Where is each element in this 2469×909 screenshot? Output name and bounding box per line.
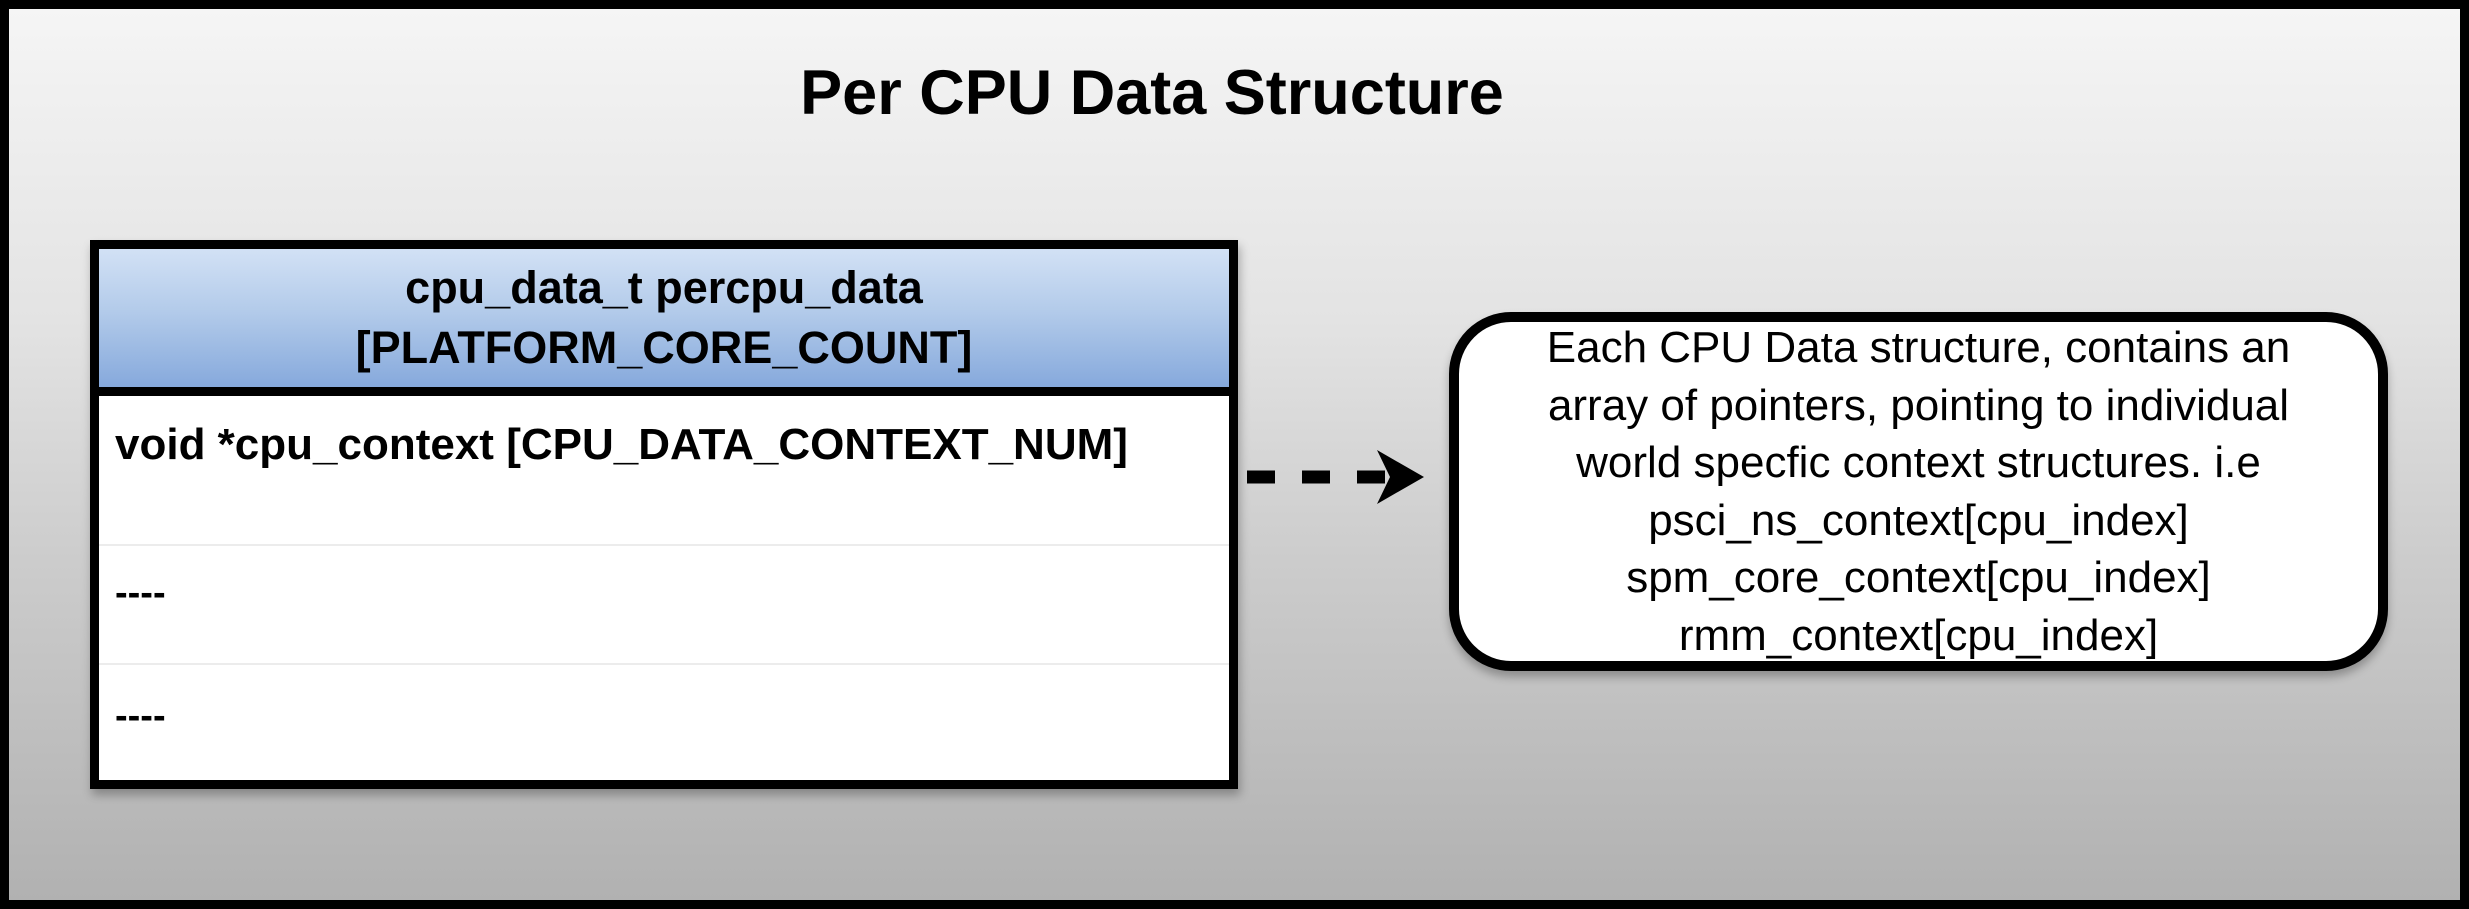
- callout-line: psci_ns_context[cpu_index]: [1648, 495, 2189, 545]
- dashed-arrow: [1247, 450, 1424, 504]
- table-body: void *cpu_context [CPU_DATA_CONTEXT_NUM]…: [90, 396, 1238, 789]
- cpu-data-table: cpu_data_t percpu_data [PLATFORM_CORE_CO…: [90, 240, 1238, 789]
- callout-line: world specfic context structures. i.e: [1576, 438, 2261, 487]
- arrowhead-icon: [1377, 450, 1424, 504]
- diagram-title: Per CPU Data Structure: [800, 58, 1504, 128]
- row-text: ----: [115, 695, 166, 737]
- row-text: void *cpu_context [CPU_DATA_CONTEXT_NUM]: [115, 420, 1128, 469]
- table-header-line1: cpu_data_t percpu_data: [405, 262, 923, 313]
- callout-line: rmm_context[cpu_index]: [1678, 610, 2159, 660]
- table-row: void *cpu_context [CPU_DATA_CONTEXT_NUM]: [99, 396, 1229, 544]
- callout-box: Each CPU Data structure, contains an arr…: [1449, 312, 2388, 671]
- callout-line: spm_core_context[cpu_index]: [1626, 553, 2211, 602]
- table-row: ----: [99, 663, 1229, 780]
- table-header: cpu_data_t percpu_data [PLATFORM_CORE_CO…: [90, 240, 1238, 396]
- callout-line: Each CPU Data structure, contains an: [1546, 323, 2291, 372]
- callout-line: array of pointers, pointing to individua…: [1547, 380, 2290, 430]
- row-text: ----: [115, 572, 166, 614]
- table-row: ----: [99, 544, 1229, 663]
- table-header-line2: [PLATFORM_CORE_COUNT]: [355, 322, 973, 373]
